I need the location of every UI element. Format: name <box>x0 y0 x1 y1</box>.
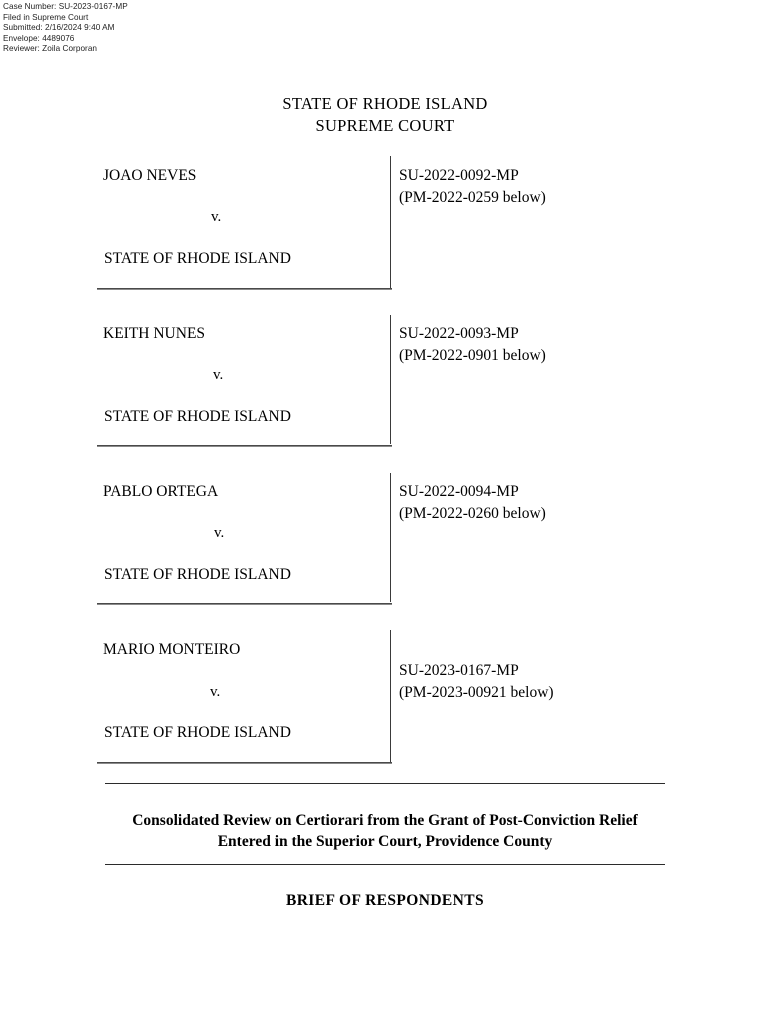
caption-vertical-rule <box>390 315 391 444</box>
divider-rule-bottom <box>105 864 665 865</box>
stamp-filed-in: Filed in Supreme Court <box>3 12 89 22</box>
docket-numbers: SU-2023-0167-MP (PM-2023-00921 below) <box>399 660 554 703</box>
caption-horizontal-rule <box>97 762 392 764</box>
stamp-case-number: Case Number: SU-2023-0167-MP <box>3 2 128 11</box>
docket-number: SU-2022-0093-MP <box>399 325 519 342</box>
court-state-line: STATE OF RHODE ISLAND <box>282 94 488 113</box>
efiling-stamp: Case Number: SU-2023-0167-MP Filed in Su… <box>3 2 128 55</box>
versus-label: v. <box>210 684 221 700</box>
caption-vertical-rule <box>390 473 391 602</box>
stamp-envelope: Envelope: 4489076 <box>3 33 75 43</box>
docket-number: SU-2022-0092-MP <box>399 167 519 184</box>
stamp-reviewer: Reviewer: Zoila Corporan <box>3 44 98 54</box>
respondent-name: STATE OF RHODE ISLAND <box>104 724 291 741</box>
versus-label: v. <box>214 525 225 541</box>
caption-vertical-rule <box>390 630 391 762</box>
respondent-name: STATE OF RHODE ISLAND <box>104 566 291 583</box>
caption-horizontal-rule <box>97 445 392 447</box>
divider-rule-top <box>105 783 665 784</box>
brief-title: BRIEF OF RESPONDENTS <box>285 892 485 909</box>
docket-number: SU-2022-0094-MP <box>399 483 519 500</box>
lower-court-number: (PM-2022-0260 below) <box>399 504 546 522</box>
docket-numbers: SU-2022-0092-MP (PM-2022-0259 below) <box>399 165 546 208</box>
review-statement-line-2: Entered in the Superior Court, Providenc… <box>217 833 553 850</box>
petitioner-name: JOAO NEVES <box>103 167 197 184</box>
lower-court-number: (PM-2022-0259 below) <box>399 188 546 206</box>
versus-label: v. <box>211 209 222 225</box>
review-statement-line-1: Consolidated Review on Certiorari from t… <box>132 812 638 829</box>
respondent-name: STATE OF RHODE ISLAND <box>104 408 291 425</box>
stamp-submitted: Submitted: 2/16/2024 9:40 AM <box>3 23 115 33</box>
court-heading: STATE OF RHODE ISLAND SUPREME COURT <box>0 93 770 137</box>
petitioner-name: MARIO MONTEIRO <box>103 641 241 658</box>
docket-numbers: SU-2022-0093-MP (PM-2022-0901 below) <box>399 323 546 366</box>
docket-numbers: SU-2022-0094-MP (PM-2022-0260 below) <box>399 481 546 524</box>
petitioner-name: PABLO ORTEGA <box>103 483 219 500</box>
lower-court-number: (PM-2023-00921 below) <box>399 683 554 701</box>
docket-number: SU-2023-0167-MP <box>399 662 519 679</box>
court-name-line: SUPREME COURT <box>315 116 455 135</box>
lower-court-number: (PM-2022-0901 below) <box>399 346 546 364</box>
respondent-name: STATE OF RHODE ISLAND <box>104 250 291 267</box>
caption-vertical-rule <box>390 156 391 288</box>
caption-horizontal-rule <box>97 288 392 290</box>
caption-horizontal-rule <box>97 603 392 605</box>
review-statement: Consolidated Review on Certiorari from t… <box>0 810 770 852</box>
versus-label: v. <box>213 367 224 383</box>
petitioner-name: KEITH NUNES <box>103 325 206 342</box>
